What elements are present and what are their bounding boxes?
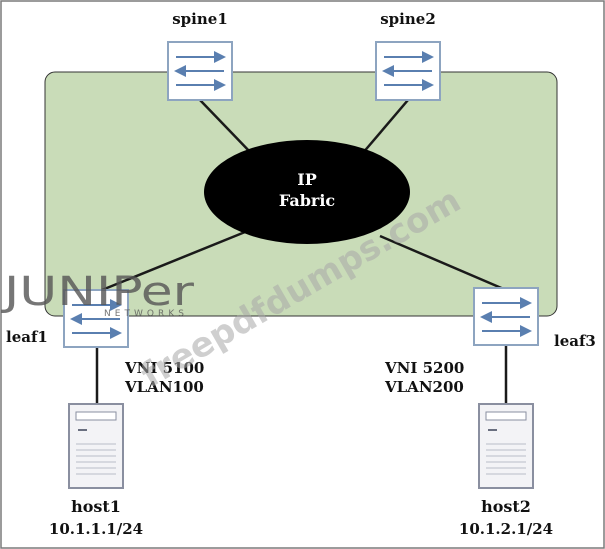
host2-label: host2 — [481, 497, 531, 516]
switch-icon — [167, 41, 233, 101]
fabric-label-line2: Fabric — [279, 191, 336, 210]
leaf1-vlan-label: VLAN100 — [124, 378, 204, 396]
leaf3-vni-label: VNI 5200 — [384, 359, 464, 377]
spine1-device[interactable] — [167, 41, 233, 101]
server-icon — [68, 403, 124, 489]
ip-fabric-ellipse — [204, 140, 410, 244]
spine2-device[interactable] — [375, 41, 441, 101]
watermark-brand: JUNIPer — [0, 269, 195, 315]
leaf3-device[interactable] — [473, 287, 539, 346]
leaf1-device[interactable] — [63, 289, 129, 348]
server-icon — [478, 403, 534, 489]
host1-device[interactable] — [68, 403, 124, 489]
spine2-label: spine2 — [380, 10, 436, 28]
spine1-label: spine1 — [172, 10, 228, 28]
leaf1-label: leaf1 — [6, 328, 48, 346]
switch-icon — [63, 289, 129, 348]
leaf3-vlan-label: VLAN200 — [384, 378, 464, 396]
leaf3-label: leaf3 — [554, 332, 596, 350]
link-spine1-fabric — [199, 99, 253, 155]
switch-icon — [375, 41, 441, 101]
host2-ip: 10.1.2.1/24 — [459, 520, 553, 538]
host1-ip: 10.1.1.1/24 — [49, 520, 143, 538]
switch-icon — [473, 287, 539, 346]
leaf1-vni-label: VNI 5100 — [124, 359, 204, 377]
host1-label: host1 — [71, 497, 121, 516]
link-leaf1-fabric — [96, 228, 251, 294]
link-leaf3-fabric — [379, 234, 507, 292]
link-spine2-fabric — [361, 99, 409, 155]
fabric-label-line1: IP — [297, 170, 317, 189]
host2-device[interactable] — [478, 403, 534, 489]
